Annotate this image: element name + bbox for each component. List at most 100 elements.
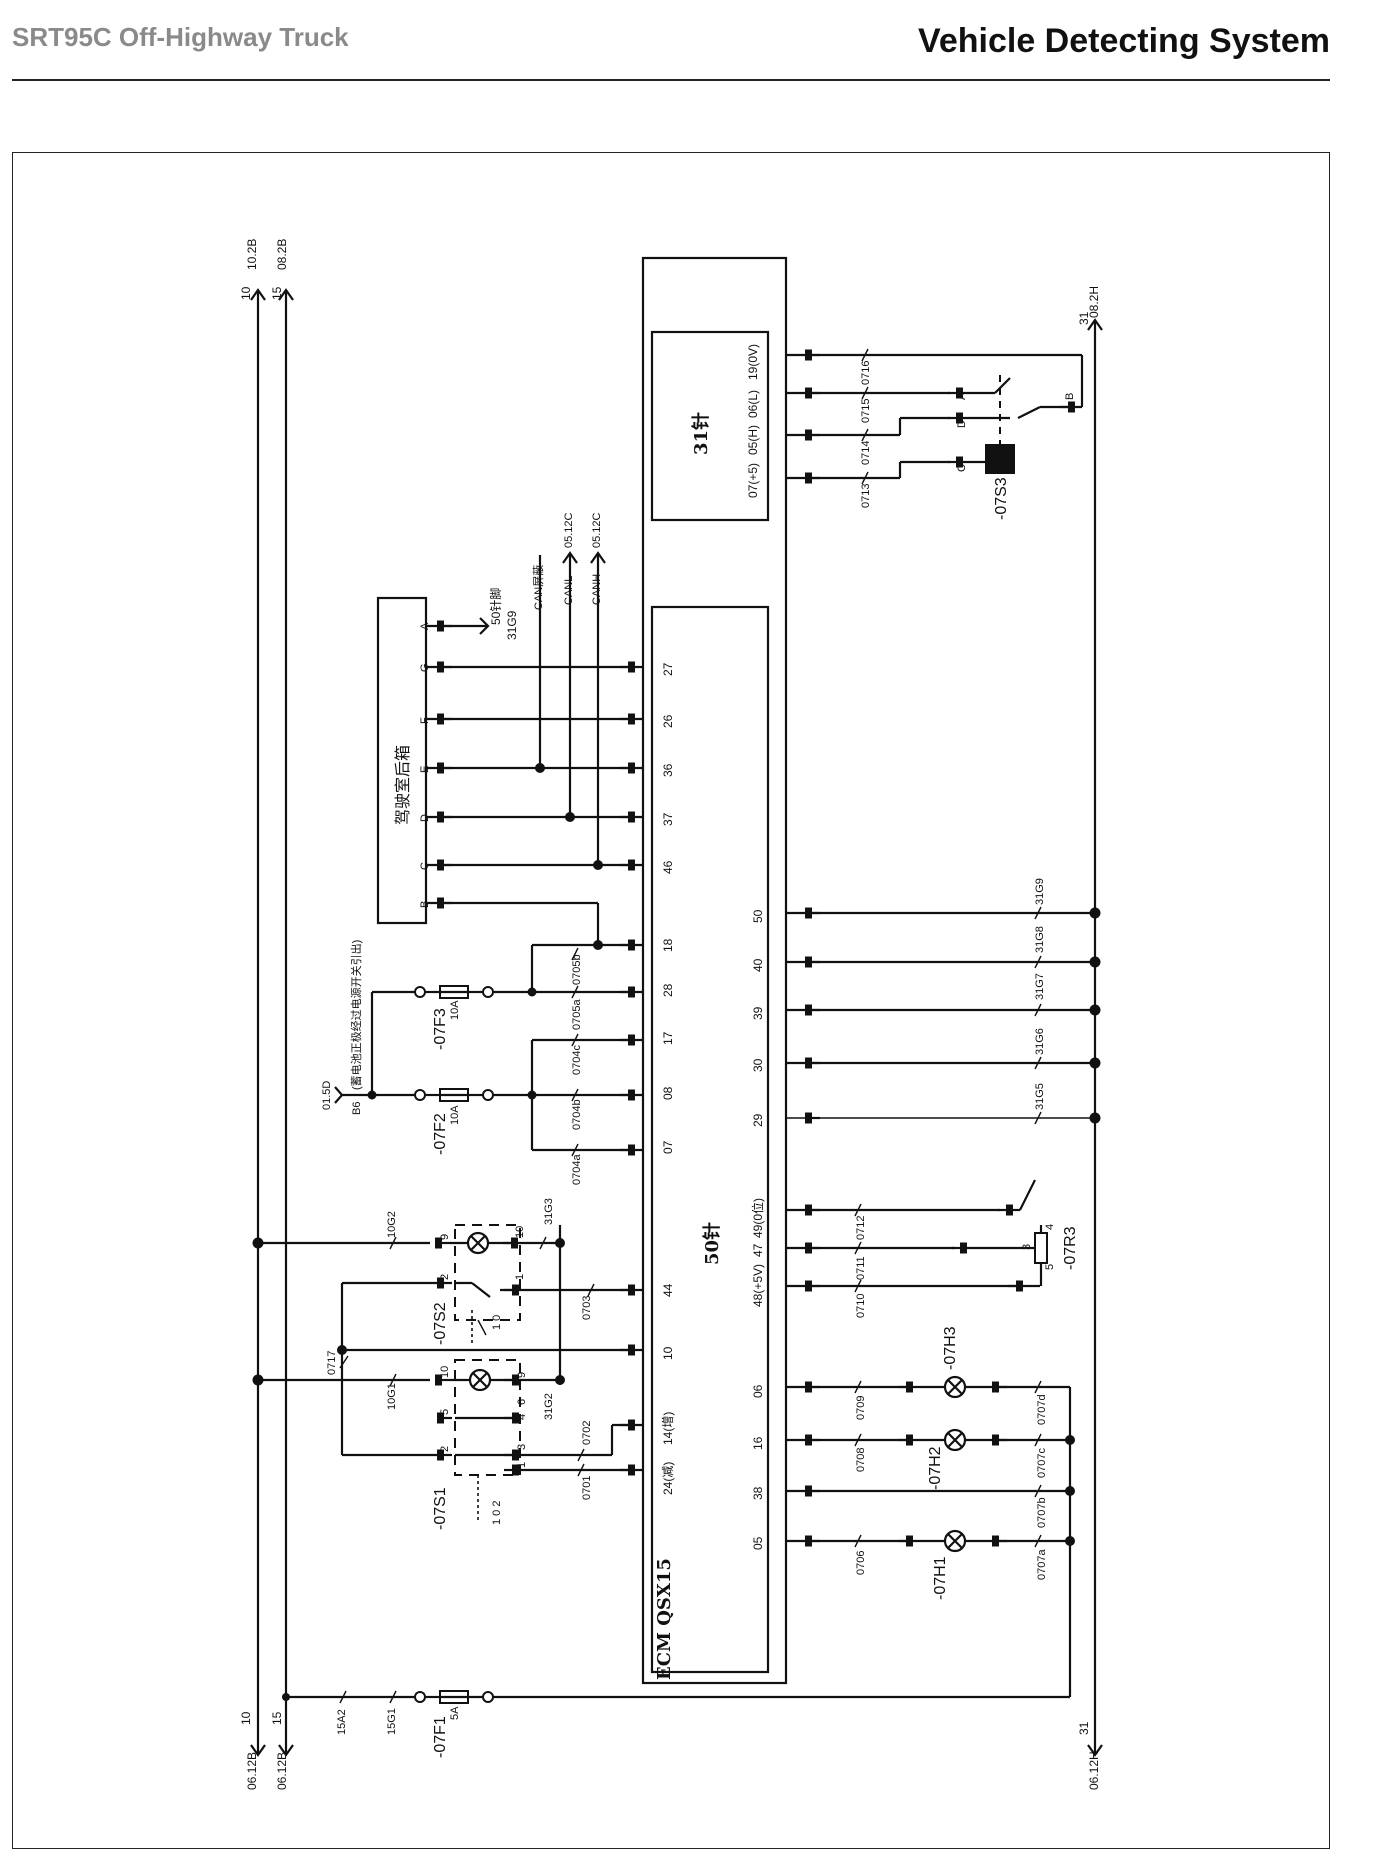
wire-15g1: 15G1: [386, 1708, 398, 1735]
svg-text:44: 44: [661, 1283, 675, 1297]
svg-text:06: 06: [751, 1384, 765, 1398]
lamp-h2-name: -07H2: [927, 1446, 944, 1490]
s2-position: 1 0: [491, 1315, 503, 1330]
fuse-wiring: [334, 938, 643, 1157]
wire-0704a: 0704a: [571, 1154, 583, 1185]
s3-name: -07S3: [993, 477, 1010, 520]
wire-0710: 0710: [855, 1294, 867, 1318]
bus10-bottom-ref: 06.12B: [245, 1752, 259, 1790]
s1-pin-5: 5: [439, 1409, 451, 1415]
s3-pin-d: D: [956, 420, 968, 428]
svg-text:47: 47: [751, 1243, 765, 1257]
can-shield-label: CAN屏蔽: [532, 565, 545, 610]
pot-pin-4: 4: [1044, 1224, 1056, 1230]
svg-text:10: 10: [661, 1346, 675, 1360]
s1-pin-4: 4: [516, 1414, 528, 1420]
pot-pin-3: 3: [1021, 1244, 1033, 1250]
ground-wires: [786, 906, 1101, 1125]
pin31-06: 06(L): [746, 390, 760, 418]
bus31-bottom-label: 31: [1077, 1721, 1091, 1735]
switch-s1: [252, 1283, 643, 1520]
connector-31-box: [650, 330, 770, 522]
svg-text:48(+5V): 48(+5V): [751, 1264, 765, 1307]
svg-text:49(0位): 49(0位): [750, 1198, 765, 1238]
pin31-07: 07(+5): [746, 463, 760, 498]
wire-0706: 0706: [855, 1551, 867, 1575]
bus15-top-ref: 08.2B: [275, 239, 289, 270]
section-title: Vehicle Detecting System: [918, 22, 1330, 60]
wire-0705b: 0705b: [571, 954, 583, 985]
svg-text:B: B: [419, 901, 431, 908]
bus15-bottom-ref: 06.12B: [275, 1752, 289, 1790]
s1-position: 1 0 2: [491, 1501, 503, 1525]
wire-0703: 0703: [581, 1296, 593, 1320]
cab-box-label: 驾驶室后箱: [394, 745, 412, 825]
svg-text:17: 17: [661, 1031, 675, 1045]
wire-0717: 0717: [326, 1351, 338, 1375]
svg-text:46: 46: [661, 860, 675, 874]
ground-31g8: 31G8: [1034, 926, 1046, 953]
s2-pin-10: 10: [514, 1226, 526, 1238]
battery-note: (蓄电池正极经过电源开关引出): [349, 940, 363, 1090]
cab-ref-label: 50针脚: [488, 588, 503, 625]
s2-code-10g2: 10G2: [386, 1211, 398, 1238]
wire-0708: 0708: [855, 1448, 867, 1472]
svg-text:18: 18: [661, 938, 675, 952]
bus10-top-label: 10: [239, 286, 253, 300]
cab-box: [376, 596, 428, 925]
s1-pin-3: 3: [516, 1444, 528, 1450]
bus31-bottom-ref: 06.12H: [1087, 1751, 1101, 1790]
connector-50-box: [650, 605, 770, 1674]
wire-0711: 0711: [855, 1256, 867, 1280]
svg-text:F: F: [419, 717, 431, 724]
lamp-wiring: [786, 1375, 1075, 1553]
s1-name: -07S1: [432, 1487, 449, 1530]
wire-0712: 0712: [855, 1216, 867, 1240]
connector-31-label: 31针: [690, 412, 712, 455]
svg-text:36: 36: [661, 763, 675, 777]
svg-text:G: G: [419, 663, 431, 672]
can-low-label: CANL: [563, 576, 575, 605]
svg-text:D: D: [419, 814, 431, 822]
connector-50-left-pins: 27 26 36 37 46 18 28 17 08 07 44 10 14(增…: [661, 662, 675, 1495]
svg-text:28: 28: [661, 983, 675, 997]
s3-pin-b: B: [1064, 393, 1076, 400]
pin31-05: 05(H): [746, 425, 760, 455]
fuse-f1-name: -07F1: [432, 1716, 449, 1758]
s3-pin-a: A: [956, 392, 968, 400]
bus10-bottom-label: 10: [239, 1711, 253, 1725]
s2-name: -07S2: [432, 1302, 449, 1345]
can-high-label: CANH: [591, 574, 603, 605]
fuse-f3-rating: 10A: [449, 1000, 461, 1020]
wire-0707c: 0707c: [1036, 1448, 1048, 1478]
wire-0707b: 0707b: [1036, 1497, 1048, 1528]
svg-text:30: 30: [751, 1058, 765, 1072]
ground-31g9: 31G9: [1034, 878, 1046, 905]
svg-text:E: E: [419, 766, 431, 773]
fuse-f2-name: -07F2: [432, 1113, 449, 1155]
can-ref-1: 05.12C: [563, 512, 575, 548]
document-title: SRT95C Off-Highway Truck: [12, 22, 349, 52]
wire-0707d: 0707d: [1036, 1394, 1048, 1425]
switch-s2: [252, 1224, 643, 1385]
s1-code-31g2: 31G2: [543, 1393, 555, 1420]
bus31-top-label: 31: [1077, 311, 1091, 325]
svg-text:16: 16: [751, 1436, 765, 1450]
svg-text:29: 29: [751, 1113, 765, 1127]
cab-pin-labels: A G F E D C B: [419, 622, 431, 908]
fuse-f2-rating: 10A: [449, 1105, 461, 1125]
s2-pin-9: 9: [439, 1234, 451, 1240]
cab-ref-code: 31G9: [505, 610, 519, 640]
fuse-f3-name: -07F3: [432, 1008, 449, 1050]
s3-pin-c: C: [956, 464, 968, 472]
svg-text:27: 27: [661, 662, 675, 676]
wire-0713: 0713: [860, 484, 872, 508]
wire-0707a: 0707a: [1036, 1549, 1048, 1580]
s2-pin-2: 2: [439, 1274, 451, 1280]
connector-31-wires: [786, 348, 1084, 485]
wire-0704b: 0704b: [571, 1099, 583, 1130]
svg-text:50: 50: [751, 909, 765, 923]
s1-pin-6: 6: [516, 1399, 528, 1405]
wire-0709: 0709: [855, 1396, 867, 1420]
